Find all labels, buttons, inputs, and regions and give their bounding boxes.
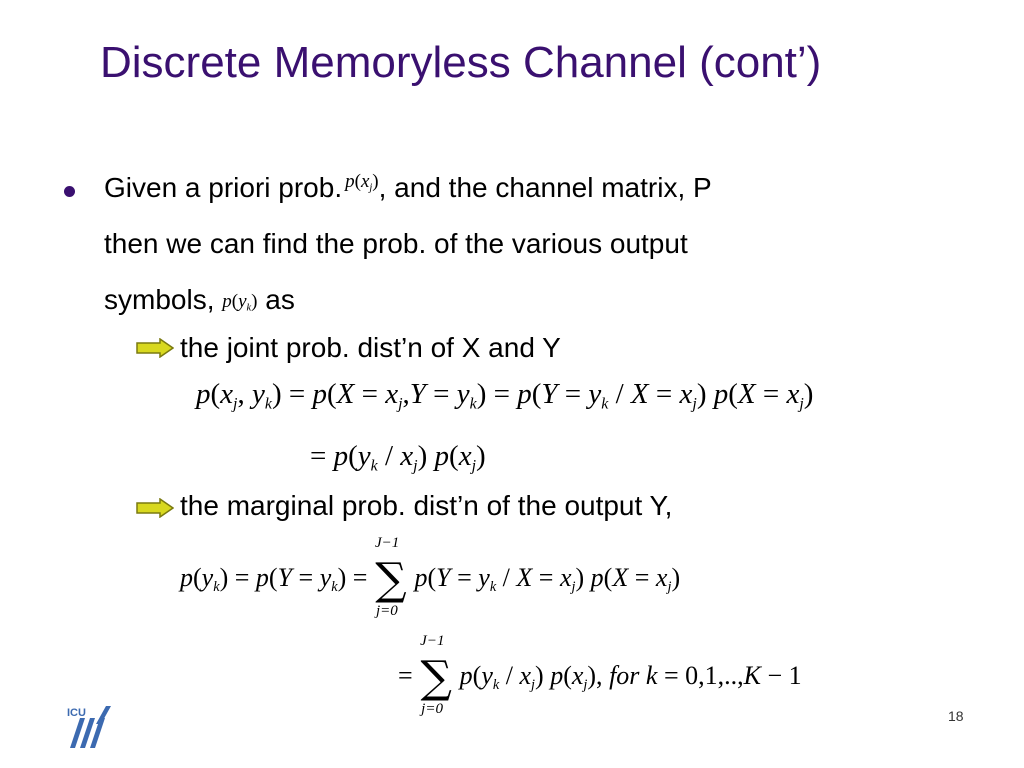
bullet-dot [64,186,75,197]
equation-joint-1: p(xj, yk) = p(X = xj,Y = yk) = p(Y = yk … [196,378,814,413]
equation-joint-2: = p(yk / xj) p(xj) [310,440,486,475]
university-logo: ICU [66,704,112,748]
bullet-line-3-start: symbols, [104,284,215,315]
arrow-icon [136,338,174,358]
svg-text:ICU: ICU [67,707,86,719]
bullet-line-1: Given a priori prob.p(xj), and the chann… [104,171,712,204]
math-p-xj: p(xj) [345,171,379,194]
math-p-yk: p(yk) [222,291,258,314]
bullet-line-1-start: Given a priori prob. [104,172,343,203]
page-number: 18 [948,708,964,724]
slide-title: Discrete Memoryless Channel (cont’) [100,38,822,87]
sub-item-marginal: the marginal prob. dist’n of the output … [180,490,673,521]
bullet-line-3-end: as [265,284,295,315]
sub-item-joint: the joint prob. dist’n of X and Y [180,332,561,363]
arrow-icon [136,498,174,518]
bullet-line-3: symbols, p(yk) as [104,284,295,316]
bullet-line-2: then we can find the prob. of the variou… [104,228,688,259]
bullet-line-1-end: , and the channel matrix, P [378,172,712,203]
